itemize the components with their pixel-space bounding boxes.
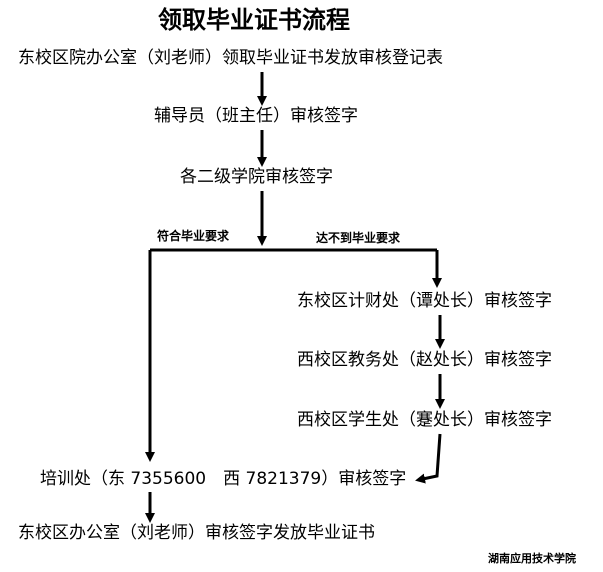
institution-name: 湖南应用技术学院	[488, 552, 576, 565]
step-training-review: 培训处（东 7355600 西 7821379）审核签字	[40, 469, 407, 489]
step-issue-certificate: 东校区办公室（刘老师）审核签字发放毕业证书	[18, 523, 375, 543]
step-counselor-review: 辅导员（班主任）审核签字	[154, 106, 358, 126]
step-academic-affairs-review: 西校区教务处（赵处长）审核签字	[297, 350, 552, 370]
step-finance-review: 东校区计财处（谭处长）审核签字	[297, 291, 552, 311]
step-registration-form: 东校区院办公室（刘老师）领取毕业证书发放审核登记表	[18, 48, 443, 68]
step-college-review: 各二级学院审核签字	[180, 167, 333, 187]
page-title: 领取毕业证书流程	[158, 6, 350, 34]
step-student-affairs-review: 西校区学生处（蹇处长）审核签字	[297, 410, 552, 430]
arrow-student-to-training	[415, 433, 442, 484]
branch-label-unqualified: 达不到毕业要求	[316, 231, 401, 245]
branch-label-qualified: 符合毕业要求	[157, 229, 230, 243]
